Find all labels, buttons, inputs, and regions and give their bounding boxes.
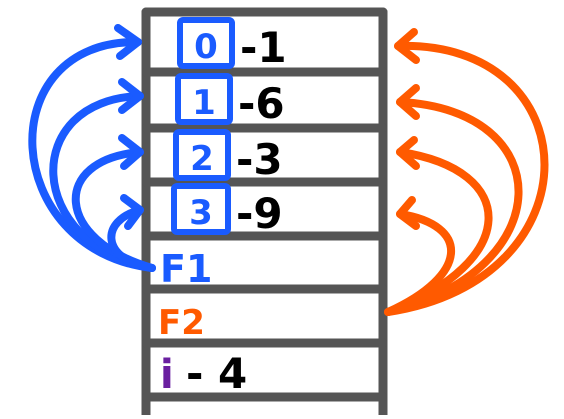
f1-arrows [28, 24, 156, 272]
index-box [177, 17, 235, 69]
cell-index: 3 [189, 193, 213, 233]
f1-label: F1 [160, 247, 212, 291]
arrow-head [396, 196, 420, 230]
f1-arrow-to-cell-3 [107, 206, 156, 272]
variable-i-value: - 4 [186, 349, 247, 398]
cell-index: 1 [192, 83, 216, 123]
arrow-head [118, 134, 144, 170]
cell-value: -1 [240, 23, 287, 72]
cell-value: -9 [236, 189, 283, 238]
cell-value: -6 [238, 79, 285, 128]
arrow-head [120, 194, 144, 230]
arrow-head [394, 28, 420, 64]
stack-frame [141, 7, 388, 419]
index-box [171, 183, 231, 235]
f2-arrows [384, 28, 549, 316]
f2-label: F2 [158, 303, 205, 343]
arrow-head [118, 78, 144, 114]
f2-arrow-to-cell-0 [384, 41, 549, 316]
variable-i-name: i [160, 352, 174, 398]
index-boxes [171, 17, 235, 235]
cell-value: -3 [236, 135, 283, 184]
cell-contents: 0 -1 1 -6 2 -3 3 -9 F1 F2 i - 4 [158, 23, 287, 398]
arrow-head [396, 84, 420, 120]
index-box [173, 129, 231, 181]
f2-arrow-to-cell-3 [384, 210, 456, 316]
arrow-head [114, 24, 142, 60]
arrow-head [396, 136, 420, 170]
f2-arrow-to-cell-2 [384, 148, 493, 316]
index-box [175, 73, 233, 125]
f2-arrow-to-cell-1 [384, 98, 523, 316]
cell-index: 2 [190, 139, 214, 179]
cell-index: 0 [194, 27, 218, 67]
